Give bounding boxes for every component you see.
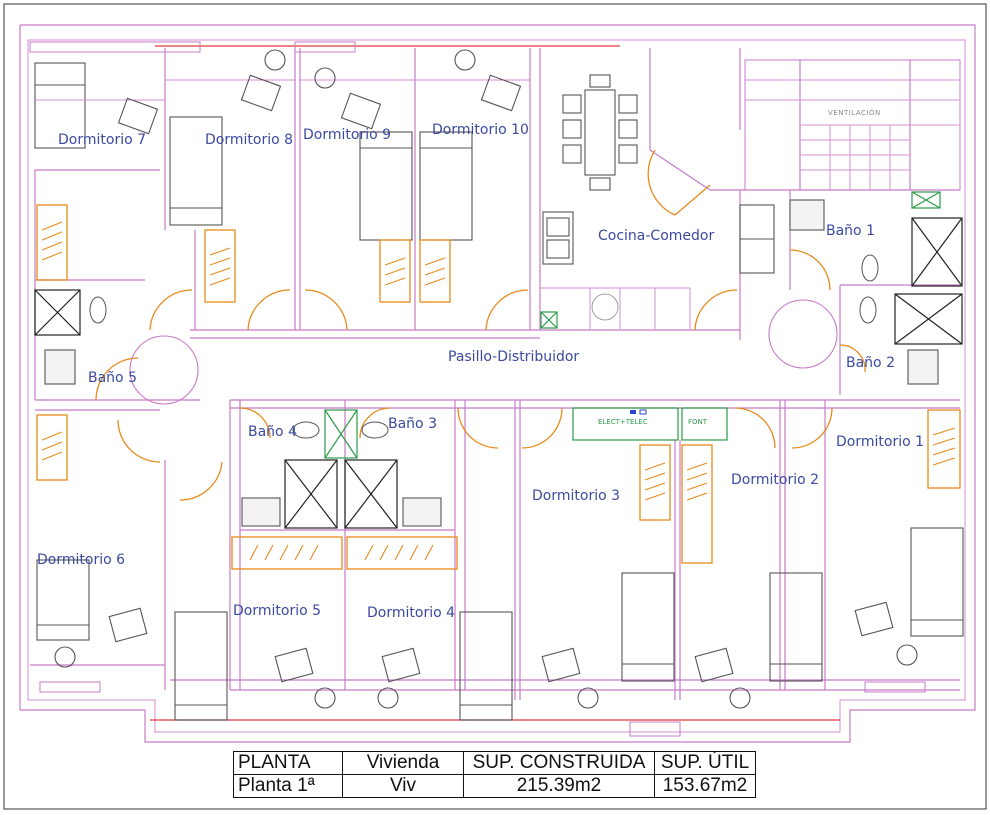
table-header-row: PLANTA Vivienda SUP. CONSTRUIDA SUP. ÚTI… xyxy=(233,751,756,775)
cell-vivienda: Viv xyxy=(342,774,464,798)
label-dormitorio-6: Dormitorio 6 xyxy=(37,552,125,568)
label-dormitorio-9: Dormitorio 9 xyxy=(303,127,391,143)
label-dormitorio-8: Dormitorio 8 xyxy=(205,132,293,148)
label-bano-4: Baño 4 xyxy=(248,424,297,440)
beds xyxy=(34,62,964,721)
label-dormitorio-5: Dormitorio 5 xyxy=(233,603,321,619)
label-cocina-comedor: Cocina-Comedor xyxy=(598,228,714,244)
cell-sup-util: 153.67m2 xyxy=(654,774,756,798)
surface-table: PLANTA Vivienda SUP. CONSTRUIDA SUP. ÚTI… xyxy=(233,751,756,798)
sanitary-fixtures xyxy=(44,199,939,527)
cell-planta: Planta 1ª xyxy=(233,774,343,798)
header-sup-construida: SUP. CONSTRUIDA xyxy=(463,751,655,775)
showers xyxy=(34,191,963,529)
label-bano-1: Baño 1 xyxy=(826,223,875,239)
wardrobes xyxy=(36,204,961,570)
installation-panels: ELECT+TELEC FONT xyxy=(572,407,728,441)
label-dormitorio-3: Dormitorio 3 xyxy=(532,488,620,504)
facade-hatch xyxy=(29,41,926,737)
label-dormitorio-4: Dormitorio 4 xyxy=(367,605,455,621)
label-dormitorio-7: Dormitorio 7 xyxy=(58,132,146,148)
ventilacion-label: VENTILACIÓN xyxy=(828,108,881,117)
stairwell: VENTILACIÓN xyxy=(744,59,961,191)
table-row: Planta 1ª Viv 215.39m2 153.67m2 xyxy=(233,774,756,798)
doors xyxy=(95,149,866,501)
label-bano-5: Baño 5 xyxy=(88,370,137,386)
label-bano-3: Baño 3 xyxy=(388,416,437,432)
header-vivienda: Vivienda xyxy=(342,751,464,775)
elect-telec-label: ELECT+TELEC xyxy=(598,418,648,426)
room-labels: Dormitorio 7 Dormitorio 8 Dormitorio 9 D… xyxy=(37,122,924,621)
label-dormitorio-2: Dormitorio 2 xyxy=(731,472,819,488)
label-dormitorio-1: Dormitorio 1 xyxy=(836,434,924,450)
desks xyxy=(35,49,918,709)
header-sup-util: SUP. ÚTIL xyxy=(654,751,756,775)
label-pasillo: Pasillo-Distribuidor xyxy=(448,349,579,365)
label-dormitorio-10: Dormitorio 10 xyxy=(432,122,529,138)
font-label: FONT xyxy=(688,418,708,426)
turning-circles xyxy=(129,299,838,405)
kitchen-dining xyxy=(540,74,775,330)
label-bano-2: Baño 2 xyxy=(846,355,895,371)
cell-sup-construida: 215.39m2 xyxy=(463,774,655,798)
outer-walls xyxy=(19,24,976,743)
interior-walls xyxy=(30,48,960,700)
header-planta: PLANTA xyxy=(233,751,343,775)
